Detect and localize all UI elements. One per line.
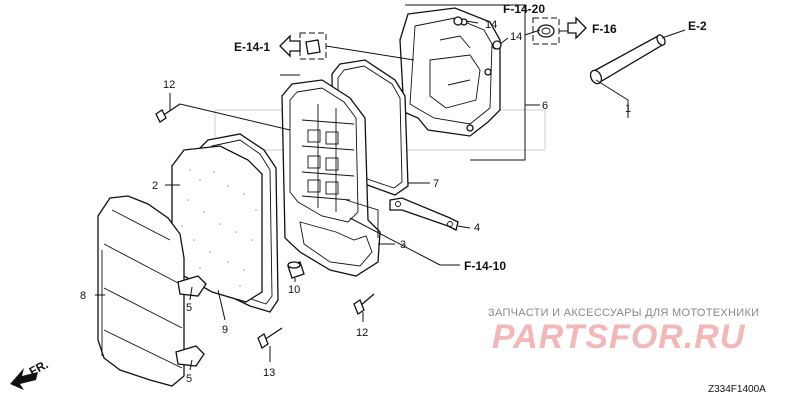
tube-part [589,34,666,118]
callout-12-top: 12 [163,79,175,91]
ref-f1420: F-14-20 [503,2,545,16]
watermark-logo: PARTSFOR.RU [492,318,746,356]
callout-14-right: 14 [510,31,522,43]
ref-e141: E-14-1 [234,40,270,54]
callout-3: 3 [400,239,406,251]
bolt-12-top [155,103,181,123]
callout-9: 9 [222,324,228,336]
collar-part [287,261,305,279]
ref-e2: E-2 [688,19,707,33]
callout-13: 13 [263,367,275,379]
leader-lines [95,20,686,371]
fr-arrow [10,368,38,390]
case-part [281,79,381,277]
top-cover-part [399,7,502,137]
callout-labels: 1 2 3 4 5 5 6 7 8 9 10 12 12 13 14 14 [80,19,631,385]
diagram-code: Z334F1400A [708,384,766,395]
arrow-f16 [567,16,587,40]
callout-10: 10 [288,284,300,296]
callout-12-bottom: 12 [356,327,368,339]
outer-cover-part [97,195,207,387]
watermark-text: ЗАПЧАСТИ И АКСЕССУАРЫ ДЛЯ МОТОТЕХНИКИ [488,307,760,319]
ref-f1410: F-14-10 [464,259,506,273]
foam-element-part [171,145,263,303]
callout-8: 8 [80,290,86,302]
callout-5-bottom: 5 [186,373,192,385]
bracket-part [389,197,459,231]
arrow-e141 [279,34,301,58]
reference-labels: F-14-20 F-16 E-2 E-14-1 F-14-10 FR. [27,2,707,379]
ref-f16: F-16 [592,22,617,36]
clip-part [299,32,327,60]
callout-7: 7 [433,178,439,190]
assembly-outline [280,4,540,161]
callout-5-top: 5 [186,302,192,314]
callout-4: 4 [474,222,480,234]
callout-2: 2 [152,180,158,192]
callout-1: 1 [625,103,631,115]
bolt-12-bottom [353,293,375,315]
callout-14-top: 14 [485,19,497,31]
bolt-13 [257,327,283,349]
callout-6: 6 [542,100,548,112]
